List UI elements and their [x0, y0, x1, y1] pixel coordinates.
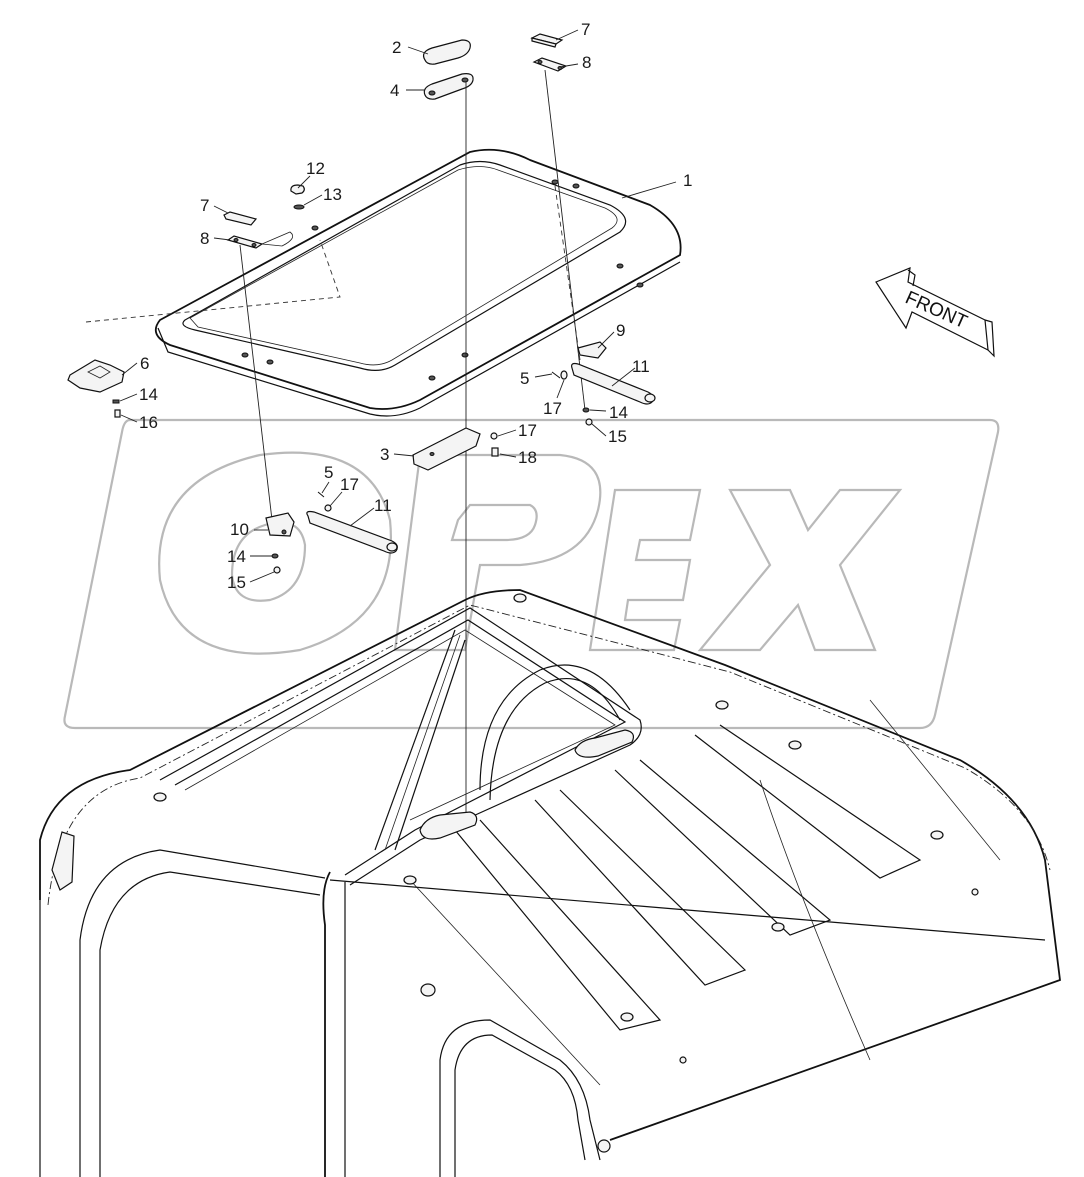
- callout-4: 4: [390, 81, 399, 100]
- part-7-cap-left: [223, 211, 258, 226]
- callout-2: 2: [392, 38, 401, 57]
- part-8-plate-top: [532, 57, 568, 72]
- part-18-bolt: [491, 447, 499, 457]
- callout-14c: 14: [227, 547, 246, 566]
- callout-18: 18: [518, 448, 537, 467]
- part-11-gas-spring-left: [306, 510, 398, 554]
- part-13-washer: [293, 204, 305, 210]
- cab-roof-body: [39, 589, 1061, 1177]
- callout-13: 13: [323, 185, 342, 204]
- part-5-pin-left: [317, 491, 325, 498]
- front-direction-arrow: FRONT: [875, 267, 995, 358]
- callout-16: 16: [139, 413, 158, 432]
- callout-8: 8: [582, 53, 591, 72]
- part-15-bolt-left: [273, 566, 281, 574]
- part-14-washer-right: [582, 407, 590, 413]
- part-12-cap: [290, 184, 305, 195]
- callout-3: 3: [380, 445, 389, 464]
- assembly-line: [239, 244, 273, 521]
- part-17-washer-hinge: [490, 432, 498, 440]
- part-10-bracket: [265, 512, 295, 537]
- part-7-cap-top: [530, 33, 564, 48]
- callout-15b: 15: [227, 573, 246, 592]
- callout-11a: 11: [632, 357, 650, 376]
- part-4-hinge-plate: [423, 73, 474, 100]
- front-label: FRONT: [902, 287, 971, 333]
- callout-14a: 14: [139, 385, 158, 404]
- part-8-plate-left: [226, 235, 264, 249]
- callout-5b: 5: [324, 463, 333, 482]
- callout-7b: 7: [200, 196, 209, 215]
- part-3-hinge: [412, 427, 481, 471]
- part-15-bolt-right: [585, 418, 593, 426]
- callout-6: 6: [140, 354, 149, 373]
- part-2-cover-pad: [422, 39, 471, 65]
- opex-watermark: [63, 418, 1000, 730]
- callout-11b: 11: [374, 496, 392, 515]
- callout-12: 12: [306, 159, 325, 178]
- callout-8b: 8: [200, 229, 209, 248]
- callout-5a: 5: [520, 369, 529, 388]
- callout-10: 10: [230, 520, 249, 539]
- callout-15a: 15: [608, 427, 627, 446]
- assembly-line: [544, 69, 586, 411]
- callout-1: 1: [683, 171, 692, 190]
- part-17-washer-left: [324, 504, 332, 512]
- callout-leaders: [119, 29, 677, 583]
- callout-labels: 1 2 4 7 8 12 13 7 8 6 14 16 9 11 5 17 14…: [139, 20, 692, 592]
- callout-9: 9: [616, 321, 625, 340]
- callout-17c: 17: [340, 475, 359, 494]
- callout-7: 7: [581, 20, 590, 39]
- part-14-washer-left: [271, 553, 279, 559]
- part-11-gas-spring-right: [571, 362, 656, 405]
- construction-line: [85, 239, 341, 323]
- callout-17a: 17: [543, 399, 562, 418]
- part-9-bracket: [577, 341, 607, 359]
- part-5-pin-right: [551, 370, 568, 380]
- callout-14b: 14: [609, 403, 628, 422]
- callout-17b: 17: [518, 421, 537, 440]
- roof-hatch-part-1: [154, 148, 682, 417]
- part-6-latch: [67, 359, 125, 418]
